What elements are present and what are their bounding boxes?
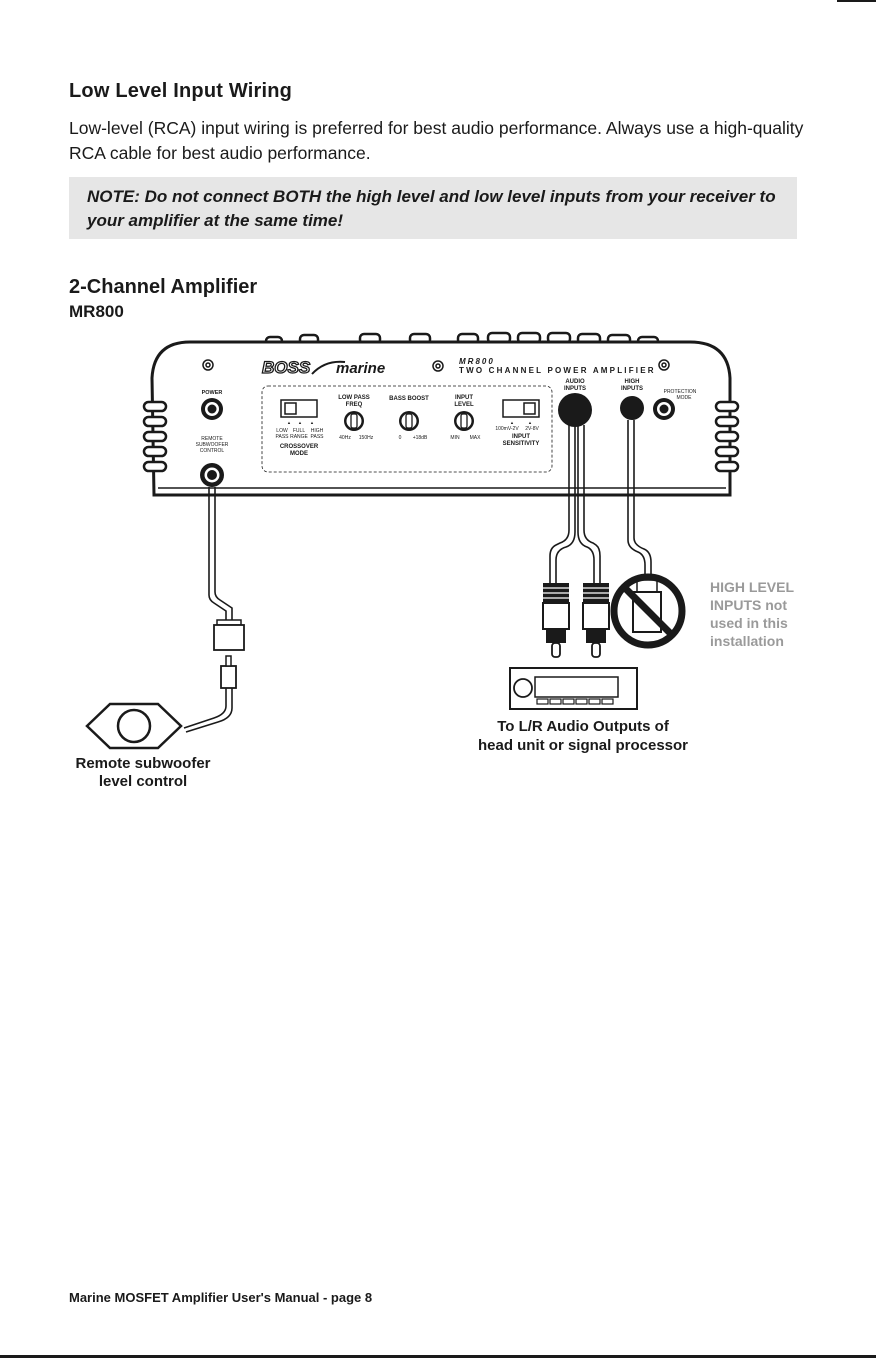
lpf-min: 40Hz (339, 435, 351, 441)
head-unit-icon (509, 667, 638, 710)
high-level-note-2: INPUTS not (710, 597, 787, 613)
rca-plug-right-icon (582, 583, 610, 658)
lpf-knob-icon (344, 411, 364, 431)
rca-plug-left-icon (542, 583, 570, 658)
high-level-note-1: HIGH LEVEL (710, 579, 794, 595)
top-rule (837, 0, 876, 2)
input-level-knob-icon (454, 411, 474, 431)
brand-boss: BOSS (262, 358, 311, 377)
remote-jack-label-3: CONTROL (200, 448, 225, 454)
audio-inputs-jack-icon (558, 393, 592, 427)
wiring-diagram: BOSS marine MR800 TWO CHANNEL POWER AMPL… (75, 331, 794, 790)
heatsink-left-fins (142, 400, 168, 473)
sens-label-2: SENSITIVITY (503, 441, 540, 447)
intro-paragraph: Low-level (RCA) input wiring is preferre… (69, 118, 804, 163)
amplifier-heading: 2-Channel Amplifier (69, 276, 258, 298)
screw-icon (202, 359, 670, 372)
note-box: NOTE: Do not connect BOTH the high level… (69, 177, 797, 239)
bass-boost-knob-icon (399, 411, 419, 431)
section-heading-low-level: Low Level Input Wiring (69, 80, 293, 102)
rca-cable (549, 425, 601, 584)
crossover-label-1: CROSSOVER (280, 444, 319, 450)
amp-subtitle: TWO CHANNEL POWER AMPLIFIER (459, 366, 656, 375)
crossover-label-2: MODE (290, 451, 308, 457)
lpf-label-1: LOW PASS (338, 395, 370, 401)
protection-led-icon (653, 398, 675, 420)
remote-socket-icon (220, 665, 237, 689)
level-min: MIN (450, 435, 460, 441)
high-inputs-label-1: HIGH (625, 379, 640, 385)
sens-label-1: INPUT (512, 434, 530, 440)
remote-jack-label-1: REMOTE (201, 436, 223, 442)
power-label: POWER (202, 390, 223, 396)
outputs-label-2: head unit or signal processor (478, 737, 688, 754)
high-inputs-jack-icon (620, 396, 644, 420)
amplifier-body (150, 340, 732, 497)
amp-model-label: MR800 (459, 357, 495, 366)
bass-max: +18dB (413, 435, 428, 441)
lpf-max: 150Hz (359, 435, 374, 441)
high-level-note-4: installation (710, 633, 784, 649)
heatsink-right-fins (714, 400, 740, 473)
remote-jack-icon (200, 463, 224, 487)
lpf-label-2: FREQ (346, 402, 363, 408)
remote-control-label-1: Remote subwoofer (75, 755, 210, 772)
protection-label-2: MODE (677, 395, 693, 401)
xover-low-1: LOW (276, 428, 288, 434)
sens-low: 100mV-2V (495, 426, 519, 432)
remote-level-control-icon (85, 702, 183, 750)
remote-cable (208, 487, 233, 622)
outputs-label-1: To L/R Audio Outputs of (497, 718, 670, 735)
level-max: MAX (470, 435, 482, 441)
sens-high: 2V-8V (525, 426, 539, 432)
brand-marine: marine (336, 360, 385, 377)
audio-inputs-label-2: INPUTS (564, 386, 586, 392)
note-text: NOTE: Do not connect BOTH the high level… (87, 187, 776, 230)
high-inputs-label-2: INPUTS (621, 386, 643, 392)
input-level-label-1: INPUT (455, 395, 473, 401)
svg-text:▲: ▲ (287, 420, 291, 425)
page-footer: Marine MOSFET Amplifier User's Manual - … (69, 1290, 373, 1305)
remote-jack-label-2: SUBWOOFER (196, 442, 229, 448)
svg-text:▲: ▲ (310, 420, 314, 425)
xover-full-1: FULL (293, 428, 305, 434)
model-heading: MR800 (69, 302, 124, 321)
audio-inputs-label-1: AUDIO (565, 379, 585, 385)
xover-high-1: HIGH (311, 428, 324, 434)
protection-label-1: PROTECTION (664, 389, 697, 395)
xover-full-2: RANGE (290, 434, 308, 440)
no-symbol-icon (610, 573, 686, 649)
bass-min: 0 (399, 435, 402, 441)
power-led-icon (201, 398, 223, 420)
high-level-note-3: used in this (710, 615, 788, 631)
svg-text:▲: ▲ (298, 420, 302, 425)
bass-boost-label: BASS BOOST (389, 396, 429, 402)
bottom-rule (0, 1355, 876, 1358)
xover-low-2: PASS (276, 434, 290, 440)
remote-control-label-2: level control (99, 773, 187, 790)
high-level-cable (627, 420, 652, 585)
svg-text:▲: ▲ (510, 420, 514, 425)
xover-high-2: PASS (311, 434, 325, 440)
svg-text:▲: ▲ (528, 420, 532, 425)
brand-swoosh (311, 360, 346, 375)
input-level-label-2: LEVEL (454, 402, 474, 408)
